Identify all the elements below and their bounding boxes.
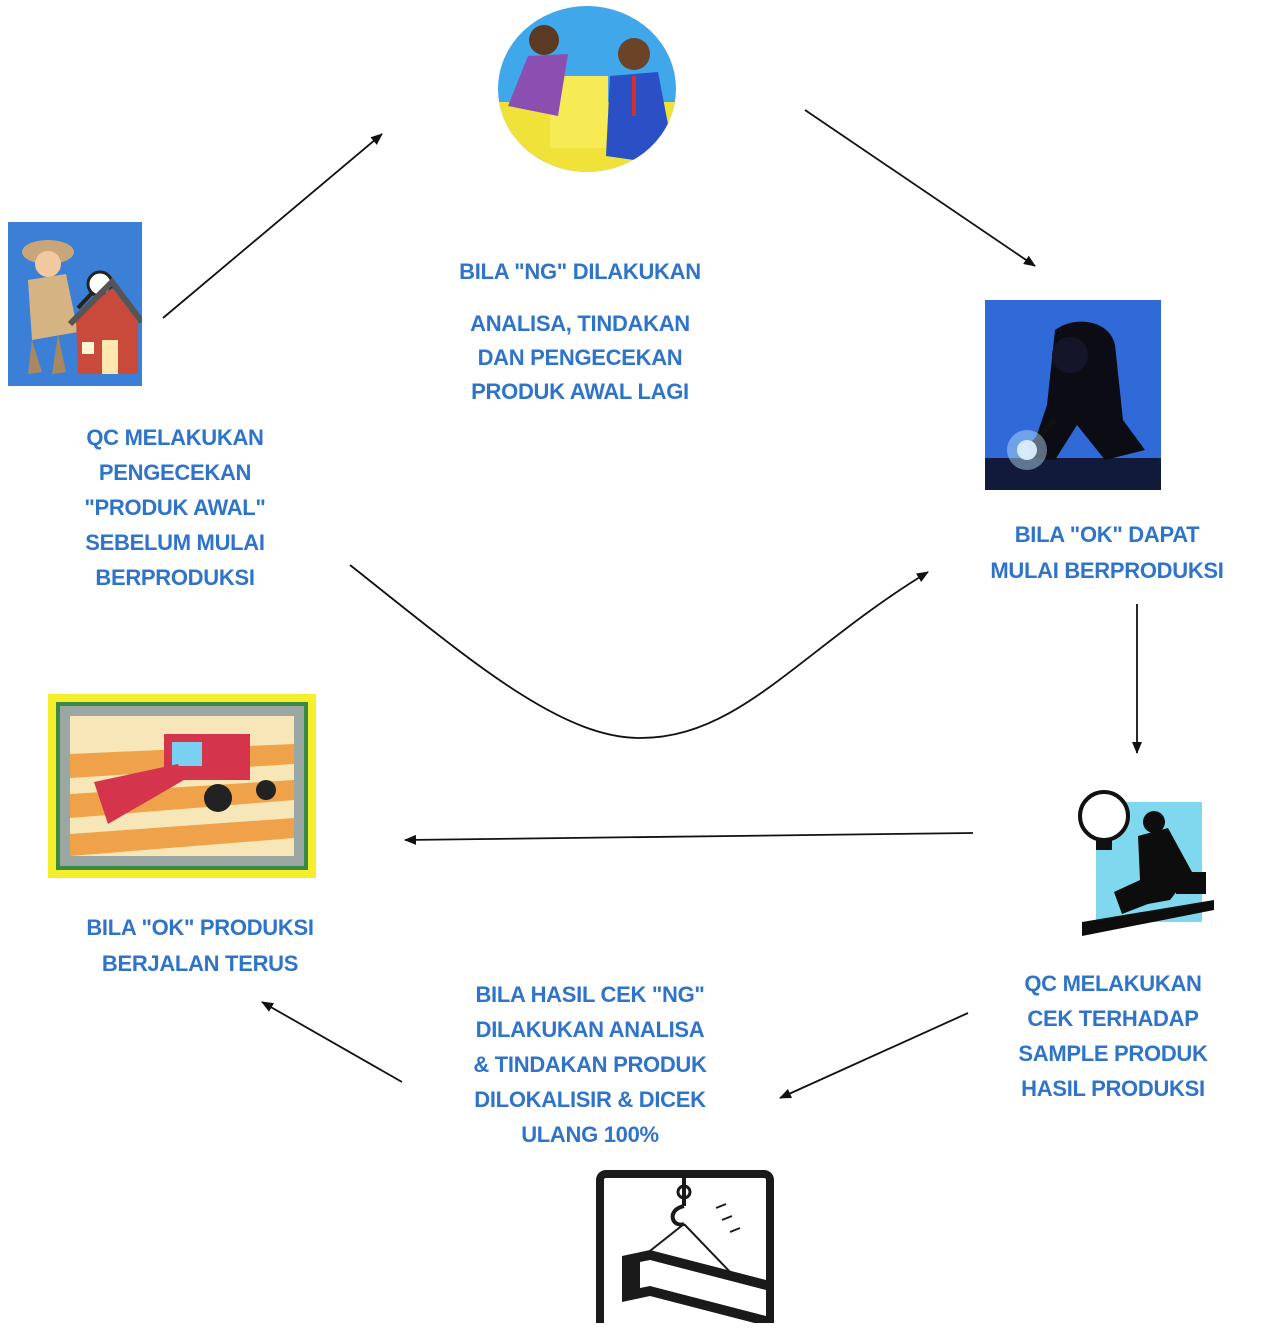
- label-ok-continue: BILA "OK" PRODUKSI BERJALAN TERUS: [50, 910, 350, 982]
- arrow-inspection-to-ok-start: [349, 564, 929, 739]
- label-ng-sample: BILA HASIL CEK "NG" DILAKUKAN ANALISA & …: [430, 977, 750, 1152]
- label-line: QC MELAKUKAN: [1024, 971, 1202, 996]
- label-line: DILOKALISIR & DICEK: [474, 1087, 706, 1112]
- label-line: SAMPLE PRODUK: [1018, 1041, 1208, 1066]
- arrow-ng-to-ok-start: [804, 109, 1036, 267]
- detective-inspecting-house-icon: [8, 222, 145, 386]
- arrow-ng-to-ok-continue: [261, 1001, 403, 1083]
- label-line: BILA HASIL CEK "NG": [475, 982, 705, 1007]
- label-line: BERJALAN TERUS: [101, 951, 299, 976]
- label-line: QC MELAKUKAN: [86, 425, 264, 450]
- label-ng-first: BILA "NG" DILAKUKAN ANALISA, TINDAKAN DA…: [420, 255, 740, 409]
- label-ok-start: BILA "OK" DAPAT MULAI BERPRODUKSI: [962, 517, 1252, 589]
- label-inspection: QC MELAKUKAN PENGECEKAN "PRODUK AWAL" SE…: [40, 420, 310, 595]
- label-sample-check: QC MELAKUKAN CEK TERHADAP SAMPLE PRODUK …: [978, 966, 1248, 1106]
- label-line: DILAKUKAN ANALISA: [475, 1017, 705, 1042]
- label-line: BILA "OK" DAPAT: [1014, 522, 1200, 547]
- label-line: HASIL PRODUKSI: [1021, 1076, 1205, 1101]
- lightbulb-man-icon: [1052, 782, 1214, 940]
- welder-icon: [985, 300, 1161, 490]
- arrow-inspection-to-ng: [162, 133, 383, 319]
- label-line: CEK TERHADAP: [1027, 1006, 1199, 1031]
- label-line: DAN PENGECEKAN: [477, 345, 683, 371]
- label-line: MULAI BERPRODUKSI: [990, 558, 1224, 583]
- crane-hook-beam-icon: [596, 1170, 774, 1328]
- label-line: & TINDAKAN PRODUK: [473, 1052, 707, 1077]
- combine-harvester-icon: [48, 694, 316, 878]
- label-line: BERPRODUKSI: [95, 565, 255, 590]
- label-line: BILA "OK" PRODUKSI: [86, 915, 314, 940]
- label-line: "PRODUK AWAL": [84, 495, 266, 520]
- label-line: ULANG 100%: [521, 1122, 659, 1147]
- two-people-puzzle-icon: [498, 6, 676, 172]
- label-line: SEBELUM MULAI: [85, 530, 265, 555]
- arrow-sample-to-ng: [779, 1012, 969, 1099]
- arrow-sample-to-ok-continue: [404, 832, 974, 845]
- label-line: PENGECEKAN: [98, 460, 252, 485]
- label-line: ANALISA, TINDAKAN: [470, 311, 690, 337]
- label-line: BILA "NG" DILAKUKAN: [459, 259, 701, 284]
- label-line: PRODUK AWAL LAGI: [471, 379, 689, 405]
